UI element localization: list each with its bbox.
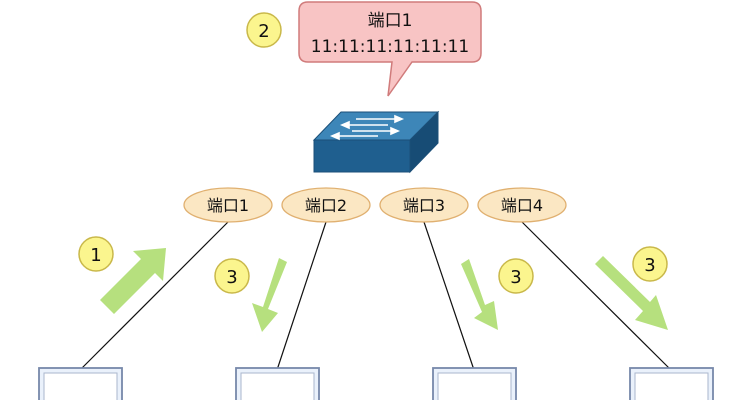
step-badge-1-text: 1 bbox=[90, 245, 101, 266]
switch-icon bbox=[312, 110, 440, 174]
port-label-3: 端口3 bbox=[379, 187, 469, 223]
cable-port-2 bbox=[276, 221, 327, 371]
switch-side bbox=[409, 110, 439, 174]
down-arrow-icon bbox=[252, 258, 287, 332]
step-badge-3-port-3: 3 bbox=[498, 258, 534, 294]
port-label-3-text: 端口3 bbox=[403, 196, 445, 215]
step-badge-3-text: 3 bbox=[510, 267, 521, 288]
callout-mac-address: 11:11:11:11:11:11 bbox=[311, 37, 469, 57]
computer-3-icon bbox=[432, 367, 517, 400]
computer-2-icon bbox=[235, 367, 320, 400]
down-arrow-icon bbox=[595, 256, 668, 330]
port-label-2-text: 端口2 bbox=[305, 196, 347, 215]
cable-port-3 bbox=[423, 221, 475, 371]
switch-front bbox=[313, 139, 411, 173]
port-label-4-text: 端口4 bbox=[501, 196, 543, 215]
step-badge-3-text: 3 bbox=[644, 255, 655, 276]
switch-arrows-icon bbox=[329, 114, 405, 141]
cable-port-4 bbox=[521, 221, 672, 371]
callout-port-label: 端口1 bbox=[368, 11, 413, 31]
step-badge-2: 2 bbox=[246, 12, 282, 48]
port-label-2: 端口2 bbox=[281, 187, 371, 223]
step-badge-3-port-4: 3 bbox=[632, 246, 668, 282]
computer-1-icon bbox=[38, 367, 123, 400]
port-label-1: 端口1 bbox=[183, 187, 273, 223]
port-label-1-text: 端口1 bbox=[207, 196, 249, 215]
step-badge-3-text: 3 bbox=[226, 267, 237, 288]
step-badge-3-port-2: 3 bbox=[214, 258, 250, 294]
down-arrow-icon bbox=[461, 259, 498, 330]
mac-callout: 端口1 11:11:11:11:11:11 bbox=[298, 1, 482, 97]
step-badge-2-text: 2 bbox=[258, 21, 269, 42]
callout-bubble bbox=[298, 1, 482, 97]
up-arrow-icon bbox=[100, 248, 166, 314]
computer-4-icon bbox=[629, 367, 714, 400]
cable-port-1 bbox=[79, 221, 229, 371]
port-label-4: 端口4 bbox=[477, 187, 567, 223]
cables bbox=[79, 221, 672, 371]
flow-arrows bbox=[100, 248, 668, 332]
step-badge-1: 1 bbox=[78, 236, 114, 272]
